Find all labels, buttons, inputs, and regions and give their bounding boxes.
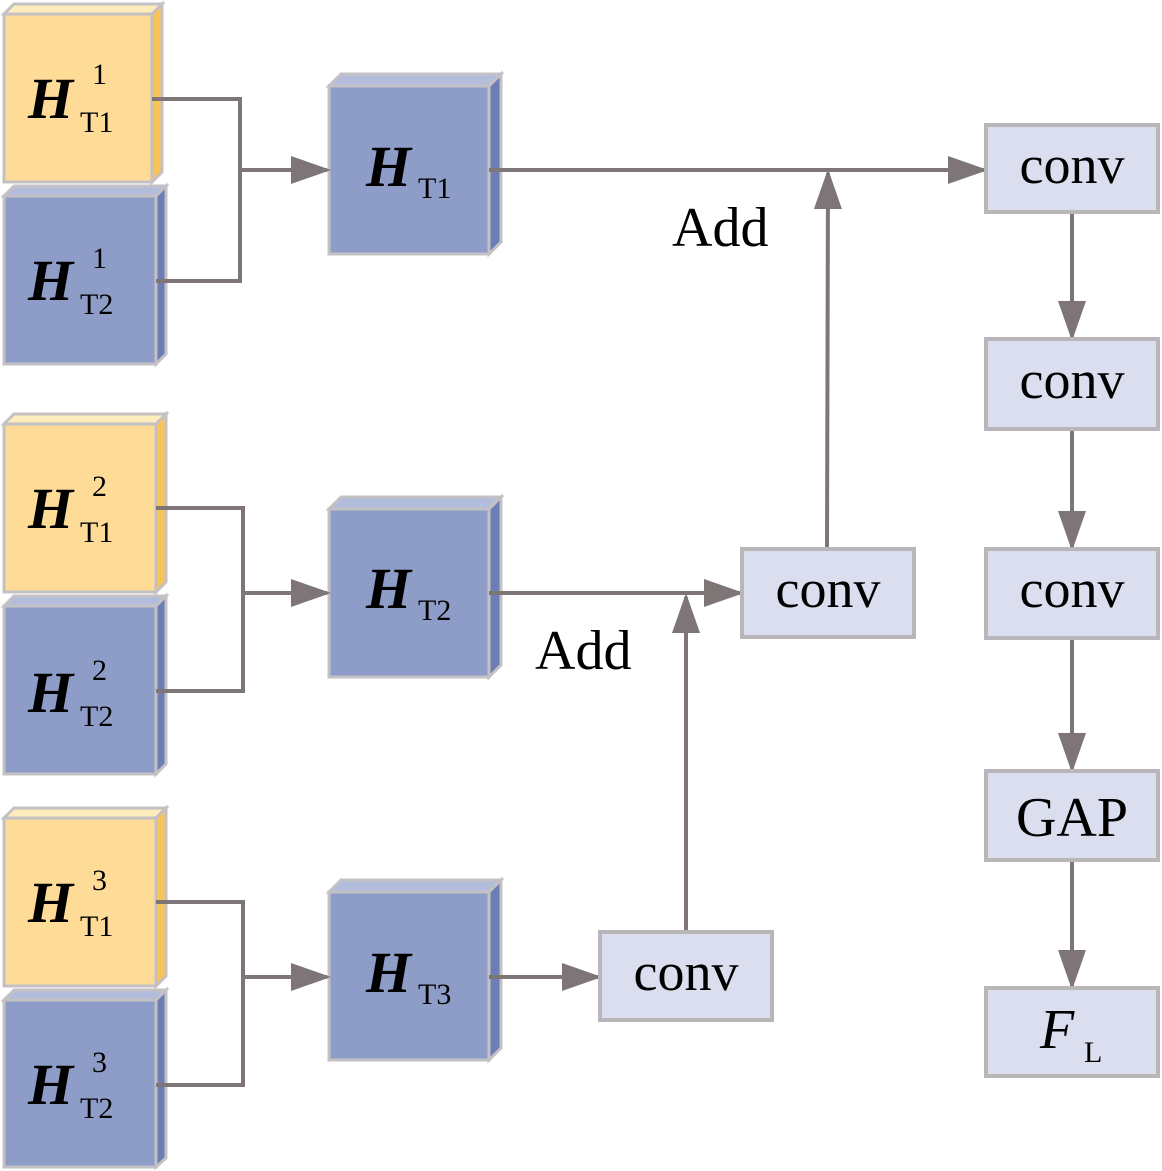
h1-t2-sub: T2 xyxy=(80,288,113,321)
h2-t2-sup: 2 xyxy=(92,654,107,687)
h3-t1-sup: 3 xyxy=(92,864,107,897)
bracket-group-1 xyxy=(152,97,242,283)
pipeline-conv-3-label: conv xyxy=(1020,559,1125,619)
connectors xyxy=(152,97,1086,1087)
h1-t1-sub: T1 xyxy=(80,106,113,139)
h3-t2-sup: 3 xyxy=(92,1046,107,1079)
ht1-base: H xyxy=(365,134,413,199)
pipeline-gap: GAP xyxy=(984,769,1160,862)
input-cube-h3-t2: H 3 T2 xyxy=(0,986,170,1171)
conv-bottom-label: conv xyxy=(634,942,739,1002)
ht2-base: H xyxy=(365,556,413,621)
input-cube-h2-t2: H 2 T2 xyxy=(0,592,170,778)
h2-t2-sub: T2 xyxy=(80,700,113,733)
pipeline-conv-1-label: conv xyxy=(1020,135,1125,195)
h2-t1-sup: 2 xyxy=(92,470,107,503)
arrow-conv-up-add1 xyxy=(813,169,842,549)
conv-box-bottom: conv xyxy=(598,930,774,1022)
bracket-group-2 xyxy=(156,506,245,693)
h2-t1-sub: T1 xyxy=(80,516,113,549)
input-cube-h2-t1: H 2 T1 xyxy=(0,410,170,596)
pipeline-gap-label: GAP xyxy=(1016,787,1128,849)
h1-t1-sup: 1 xyxy=(92,58,107,91)
fused-cube-ht3: H T3 xyxy=(325,876,505,1064)
add-label-top: Add xyxy=(672,197,768,259)
input-cube-h3-t1: H 3 T1 xyxy=(0,804,170,990)
output-base: F xyxy=(1039,999,1075,1061)
conv-middle-label: conv xyxy=(776,559,881,619)
h2-t2-base: H xyxy=(27,660,75,725)
h3-t2-base: H xyxy=(27,1052,75,1117)
h2-t1-base: H xyxy=(27,476,75,541)
h1-t2-base: H xyxy=(27,248,75,313)
output-sub: L xyxy=(1084,1036,1102,1069)
conv-box-middle: conv xyxy=(740,547,916,639)
pipeline-conv-3: conv xyxy=(984,547,1160,640)
h1-t2-sup: 1 xyxy=(92,242,107,275)
h3-t1-base: H xyxy=(27,870,75,935)
fused-cube-ht1: H T1 xyxy=(325,70,505,258)
bracket-group-3 xyxy=(156,900,245,1087)
ht3-sub: T3 xyxy=(418,978,451,1011)
input-cube-h1-t2: H 1 T2 xyxy=(0,182,170,368)
output-fl: F L xyxy=(984,986,1160,1078)
pipeline-conv-2-label: conv xyxy=(1020,350,1125,410)
h1-t1-base: H xyxy=(27,66,75,131)
pipeline-conv-2: conv xyxy=(984,337,1160,431)
ht3-base: H xyxy=(365,940,413,1005)
h3-t2-sub: T2 xyxy=(80,1092,113,1125)
ht2-sub: T2 xyxy=(418,594,451,627)
input-cube-h1-t1: H 1 T1 xyxy=(0,0,166,186)
add-label-middle: Add xyxy=(535,620,631,682)
h3-t1-sub: T1 xyxy=(80,910,113,943)
ht1-sub: T1 xyxy=(418,172,451,205)
pipeline-conv-1: conv xyxy=(984,123,1160,214)
fused-cube-ht2: H T2 xyxy=(325,493,505,681)
